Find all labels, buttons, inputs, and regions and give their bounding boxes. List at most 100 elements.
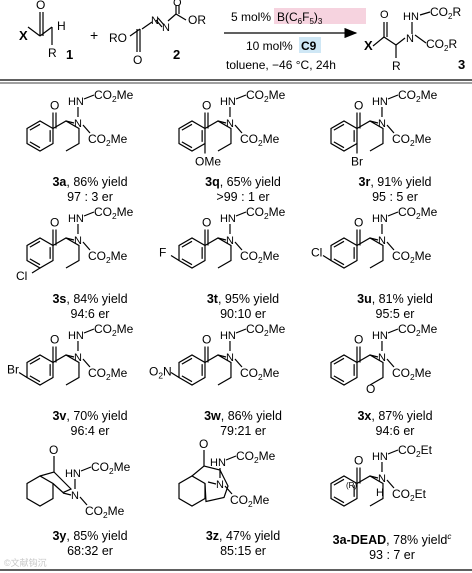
aromatic-bond [29, 357, 41, 365]
n-co-bond-bottom [386, 479, 395, 489]
product-3-r: R [392, 59, 401, 73]
n-co-bond-top [83, 94, 95, 100]
n-co-bond-top [387, 328, 399, 334]
ester-top: CO2Me [246, 322, 286, 338]
caption-yield-line: 3x, 87% yield [320, 409, 470, 424]
yield-footnote: c [447, 532, 452, 541]
er-text: 85:15 er [220, 544, 266, 558]
sub-bond [170, 254, 180, 262]
yield-text: , 86% yield [220, 409, 282, 423]
aromatic-bond [333, 375, 345, 383]
caption-yield-line: 3y, 85% yield [15, 529, 165, 544]
ester-bottom: CO2Me [85, 504, 125, 520]
saturated-ring [356, 237, 384, 269]
ester-top: CO2Me [94, 205, 134, 221]
saturated-ring [356, 475, 384, 507]
saturated-ring [52, 354, 80, 386]
plus-sign: + [90, 27, 98, 43]
carbonyl-o: O [202, 333, 211, 347]
ester-top: CO2Me [246, 205, 286, 221]
carbonyl-o: O [202, 99, 211, 113]
yield-text: , 91% yield [370, 175, 432, 189]
substituent: Cl [16, 269, 27, 283]
ester-top: CO2Me [91, 460, 131, 476]
saturated-ring [204, 120, 232, 152]
sub-bond [170, 371, 180, 379]
yield-text: , 70% yield [66, 409, 128, 423]
nh-atom: HN [372, 330, 388, 342]
nh-atom: HN [68, 213, 84, 225]
caption-3q: 3q, 65% yield>99 : 1 er [168, 175, 318, 205]
er-text: 96:4 er [70, 424, 110, 438]
compound-id: 3u [357, 292, 372, 306]
compound-id: 3a [52, 175, 67, 189]
ester-top: CO2Me [94, 88, 134, 104]
n-co-bond-top [225, 455, 237, 461]
ester-bottom: CO2Me [88, 249, 128, 265]
reactant-1-h: H [57, 19, 66, 33]
ester-bottom: CO2Me [392, 366, 432, 382]
cocatalyst-name: C9 [301, 39, 317, 53]
substituent: Cl [311, 246, 322, 260]
sub-bond [322, 254, 332, 262]
aromatic-bond [333, 478, 345, 486]
benzene-ring [178, 237, 206, 269]
benzene-ring [178, 120, 206, 152]
n-co-bond-bottom [386, 358, 395, 368]
reactant-1-o: O [36, 0, 45, 12]
n-co-bond-top [80, 466, 92, 472]
substituent: Br [351, 155, 363, 169]
c-n-bond [369, 354, 379, 358]
ester-top: CO2Me [94, 322, 134, 338]
c-n-bond [62, 492, 72, 496]
ester-bottom: CO2Et [392, 487, 427, 503]
yield-text: , 65% yield [219, 175, 281, 189]
ester-bottom: CO2Me [230, 493, 270, 509]
c-n-bond [217, 120, 227, 124]
reactant-2-ro: RO [109, 31, 127, 45]
c-n-bond [217, 354, 227, 358]
er-text: 97 : 3 er [67, 190, 113, 204]
nh-atom: HN [220, 96, 236, 108]
carbonyl-o: O [354, 99, 363, 113]
reactant-2 [129, 5, 187, 52]
ester-top: CO2Me [398, 205, 438, 221]
aromatic-bond [333, 123, 345, 131]
benzene-ring [26, 237, 54, 269]
reactant-2-o-bottom: O [133, 53, 142, 67]
nh-atom: HN [220, 330, 236, 342]
benzene-ring [26, 475, 54, 507]
n-co-bond-top [83, 211, 95, 217]
ester-top: CO2Me [398, 88, 438, 104]
aromatic-bond [333, 496, 345, 504]
aromatic-bond [29, 375, 41, 383]
compound-id: 3y [52, 529, 67, 543]
yield-text: , 85% yield [66, 529, 128, 543]
n-atom: N [378, 118, 386, 130]
reactant-1-r: R [48, 46, 57, 60]
saturated-ring [52, 237, 80, 269]
aromatic-bond [181, 240, 193, 248]
caption-yield-line: 3z, 47% yield [168, 529, 318, 544]
n-co-bond-bottom [234, 124, 243, 134]
carbonyl-o: O [354, 454, 363, 468]
er-text: 93 : 7 er [369, 548, 415, 563]
carbonyl-o: O [199, 437, 208, 451]
er-text: 95 : 5 er [372, 190, 418, 204]
saturated-ring [52, 120, 80, 152]
conditions-solvent: toluene, −46 °C, 24h [226, 58, 336, 72]
aromatic-bond [29, 123, 41, 131]
